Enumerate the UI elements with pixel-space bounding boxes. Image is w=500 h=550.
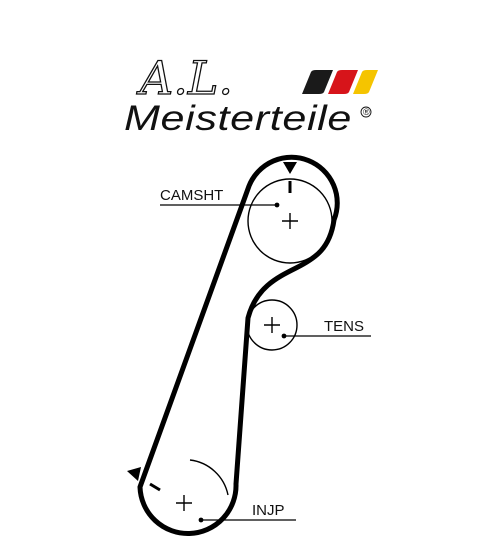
label-tensioner-group: TENS	[281, 318, 371, 339]
tensioner-center-mark	[264, 317, 280, 333]
brand-logo: A.L. Meisterteile ®	[124, 50, 378, 138]
flag-stripe-black	[302, 70, 333, 94]
camshaft-timing-arrow-icon	[283, 162, 297, 174]
logo-signature: A.L.	[136, 51, 233, 105]
label-tensioner: TENS	[324, 318, 364, 335]
injection-pump-timing-mark	[149, 482, 161, 492]
injection-pump-timing-arrow-icon	[127, 467, 141, 481]
tensioner-pulley	[246, 299, 298, 351]
registered-mark-ring	[360, 106, 372, 118]
injection-pump-center-mark	[176, 495, 192, 511]
label-camshaft-group: CAMSHT	[160, 187, 280, 208]
logo-brand-name: Meisterteile	[124, 99, 352, 138]
injection-pump-pulley-outline	[189, 459, 229, 496]
flag-icon	[302, 70, 378, 94]
camshaft-pulley	[247, 162, 333, 264]
tensioner-leader-dot	[281, 333, 287, 339]
flag-stripe-red	[328, 70, 358, 94]
label-injection-pump: INJP	[252, 502, 285, 519]
flag-stripe-gold	[353, 70, 378, 94]
camshaft-pulley-outline	[247, 178, 333, 264]
label-injection-pump-group: INJP	[198, 502, 296, 523]
injection-pump-leader-dot	[198, 517, 204, 523]
camshaft-center-mark	[282, 213, 298, 229]
timing-belt	[137, 154, 340, 537]
camshaft-leader-dot	[274, 202, 280, 208]
registered-mark: ®	[363, 107, 370, 117]
label-camshaft: CAMSHT	[160, 187, 223, 204]
tensioner-pulley-outline	[246, 299, 298, 351]
injection-pump-pulley	[127, 459, 229, 511]
